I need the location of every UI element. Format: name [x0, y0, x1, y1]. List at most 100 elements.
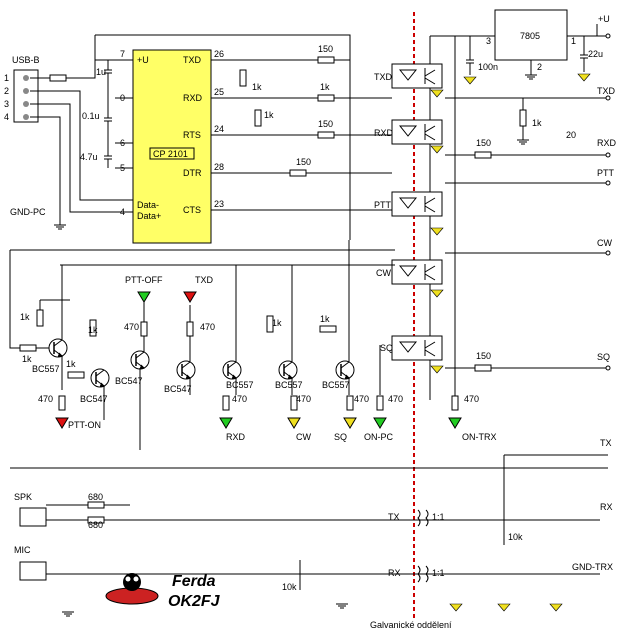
svg-text:100n: 100n [478, 62, 498, 72]
pin-23: 23 [214, 199, 224, 209]
svg-text:4: 4 [4, 112, 9, 122]
svg-text:TXD: TXD [374, 72, 393, 82]
svg-text:470: 470 [354, 394, 369, 404]
transistor-q3 [130, 350, 150, 370]
svg-text:PTT-ON: PTT-ON [68, 420, 101, 430]
pin-28: 28 [214, 162, 224, 172]
svg-text:150: 150 [476, 351, 491, 361]
svg-text:SQ: SQ [380, 343, 393, 353]
svg-text:2: 2 [537, 62, 542, 72]
svg-text:BC557: BC557 [226, 380, 254, 390]
svg-text:1k: 1k [320, 82, 330, 92]
svg-text:ON-TRX: ON-TRX [462, 432, 497, 442]
svg-text:4.7u: 4.7u [80, 152, 98, 162]
led-rxd [219, 417, 233, 429]
svg-text:1: 1 [571, 36, 576, 46]
svg-text:1k: 1k [252, 82, 262, 92]
opto-rxd [391, 119, 443, 145]
svg-text:1:1: 1:1 [432, 512, 445, 522]
svg-text:20: 20 [566, 130, 576, 140]
rail-ptt: PTT [597, 168, 615, 178]
transistor-q4 [176, 360, 196, 380]
svg-text:RXD: RXD [226, 432, 246, 442]
transistor-q2 [90, 368, 110, 388]
svg-text:1: 1 [4, 73, 9, 83]
rail-txd: TXD [597, 86, 616, 96]
isolation-label: Galvanické oddělení [370, 620, 452, 630]
transistor-q7 [335, 360, 355, 380]
transistor-q5 [222, 360, 242, 380]
svg-text:150: 150 [318, 44, 333, 54]
chip-name: CP 2101 [153, 149, 188, 159]
svg-text:2: 2 [4, 86, 9, 96]
pin-dtr-label: DTR [183, 168, 202, 178]
svg-text:GND-TRX: GND-TRX [572, 562, 613, 572]
svg-text:470: 470 [388, 394, 403, 404]
svg-text:BC557: BC557 [275, 380, 303, 390]
svg-text:CW: CW [376, 268, 391, 278]
svg-text:1k: 1k [66, 359, 76, 369]
svg-text:470: 470 [296, 394, 311, 404]
led-ptt-on [55, 417, 69, 429]
svg-text:7805: 7805 [520, 31, 540, 41]
brand-logo [105, 573, 159, 605]
svg-text:150: 150 [296, 157, 311, 167]
pin-24: 24 [214, 124, 224, 134]
opto-sq [391, 335, 443, 361]
pin-7: 7 [120, 49, 125, 59]
svg-text:680: 680 [88, 492, 103, 502]
svg-text:680: 680 [88, 520, 103, 530]
led-cw [287, 417, 301, 429]
svg-text:1k: 1k [20, 312, 30, 322]
regulator-7805 [494, 9, 568, 61]
svg-text:0.1u: 0.1u [82, 111, 100, 121]
led-on-pc [373, 417, 387, 429]
svg-text:3: 3 [4, 99, 9, 109]
svg-text:470: 470 [200, 322, 215, 332]
svg-text:PTT-OFF: PTT-OFF [125, 275, 163, 285]
svg-text:1k: 1k [532, 118, 542, 128]
pin-rts-label: RTS [183, 130, 201, 140]
svg-text:PTT: PTT [374, 200, 392, 210]
svg-text:ON-PC: ON-PC [364, 432, 394, 442]
led-ptt-off [137, 291, 151, 303]
svg-text:1k: 1k [88, 325, 98, 335]
pin-25: 25 [214, 87, 224, 97]
svg-text:RX: RX [388, 568, 401, 578]
svg-text:SQ: SQ [334, 432, 347, 442]
svg-text:22u: 22u [588, 49, 603, 59]
svg-text:1:1: 1:1 [432, 568, 445, 578]
svg-text:SPK: SPK [14, 492, 32, 502]
svg-text:RX: RX [600, 502, 613, 512]
svg-text:MIC: MIC [14, 545, 31, 555]
pin-dminus-label: Data- [137, 200, 159, 210]
svg-text:470: 470 [464, 394, 479, 404]
pin-dplus-label: Data+ [137, 211, 161, 221]
svg-text:10k: 10k [282, 582, 297, 592]
svg-text:BC547: BC547 [80, 394, 108, 404]
svg-text:150: 150 [318, 119, 333, 129]
svg-text:470: 470 [38, 394, 53, 404]
transistor-q1 [48, 338, 68, 358]
svg-text:1k: 1k [22, 354, 32, 364]
svg-text:150: 150 [476, 138, 491, 148]
svg-text:1k: 1k [320, 314, 330, 324]
svg-text:BC547: BC547 [115, 376, 143, 386]
rail-plus-label: +U [598, 14, 610, 24]
pin-cts-label: CTS [183, 205, 201, 215]
opto-cw [391, 259, 443, 285]
svg-text:1k: 1k [272, 318, 282, 328]
svg-text:TX: TX [600, 438, 612, 448]
svg-text:TX: TX [388, 512, 400, 522]
svg-text:BC547: BC547 [164, 384, 192, 394]
brand-line1: Ferda [172, 573, 216, 590]
svg-text:TXD: TXD [195, 275, 214, 285]
svg-text:1k: 1k [264, 110, 274, 120]
pin-26: 26 [214, 49, 224, 59]
rail-cw: CW [597, 238, 612, 248]
transistor-q6 [278, 360, 298, 380]
led-sq [343, 417, 357, 429]
chip-body [132, 49, 212, 244]
svg-text:BC557: BC557 [32, 364, 60, 374]
